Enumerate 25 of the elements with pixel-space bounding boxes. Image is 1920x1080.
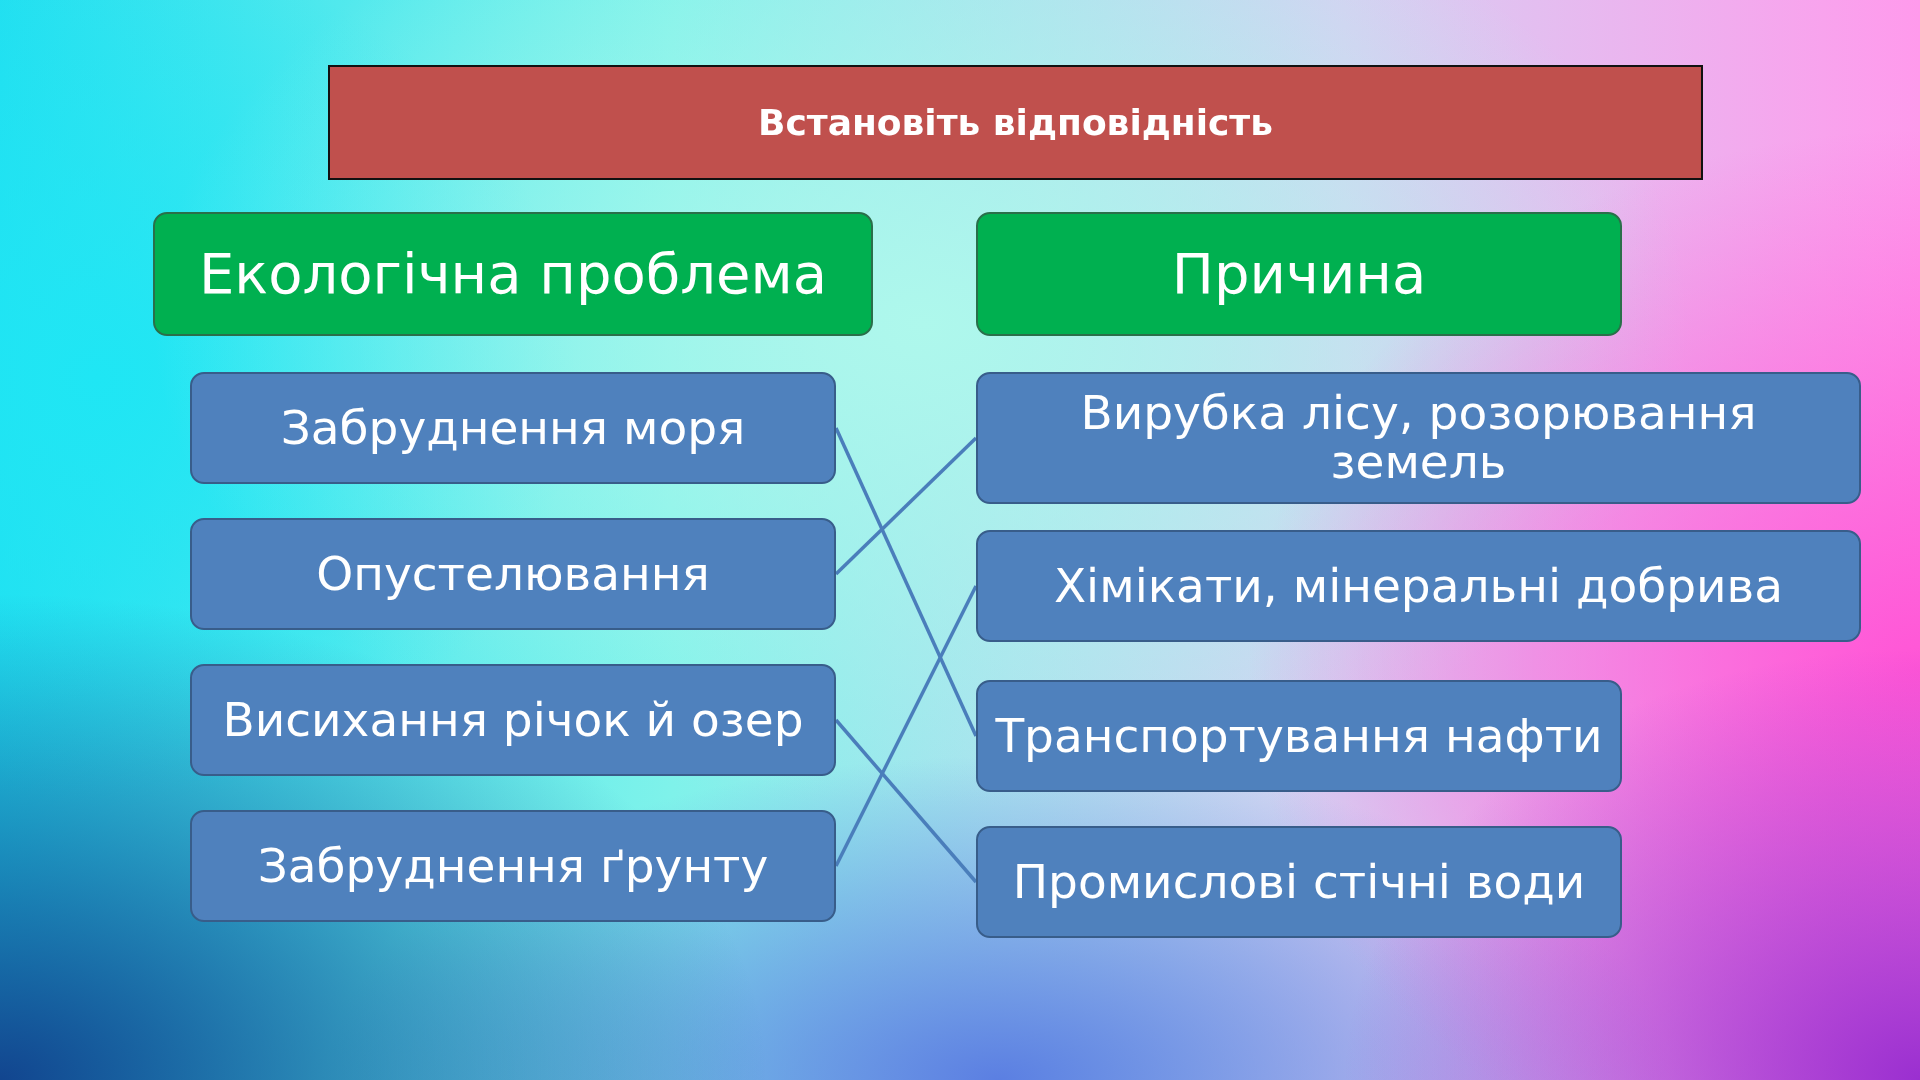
connector-line — [834, 427, 978, 737]
header-text: Причина — [1171, 244, 1427, 304]
matching-card — [976, 826, 1622, 938]
card-text: Забруднення моря — [280, 403, 746, 453]
title-banner: Встановіть відповідність — [328, 65, 1703, 180]
card-text: Забруднення ґрунту — [257, 841, 769, 891]
matching-card — [976, 680, 1622, 792]
matching-card — [190, 518, 836, 630]
card-text: Хімікати, мінеральні добрива — [1053, 561, 1784, 611]
matching-card — [190, 810, 836, 922]
column-header — [153, 212, 873, 336]
column-header — [976, 212, 1622, 336]
connector-line — [834, 718, 978, 884]
matching-card — [976, 530, 1861, 642]
matching-card — [190, 664, 836, 776]
card-text: Транспортування нафти — [995, 711, 1603, 761]
card-text: Промислові стічні води — [1012, 857, 1586, 907]
header-text: Екологічна проблема — [198, 244, 828, 304]
connector-line — [834, 585, 978, 867]
card-text: Вирубка лісу, розорювання земель — [1079, 389, 1758, 487]
matching-card — [190, 372, 836, 484]
card-text: Опустелювання — [316, 549, 710, 599]
matching-card — [976, 372, 1861, 504]
card-text: Висихання річок й озер — [222, 695, 804, 745]
connector-line — [834, 436, 978, 576]
